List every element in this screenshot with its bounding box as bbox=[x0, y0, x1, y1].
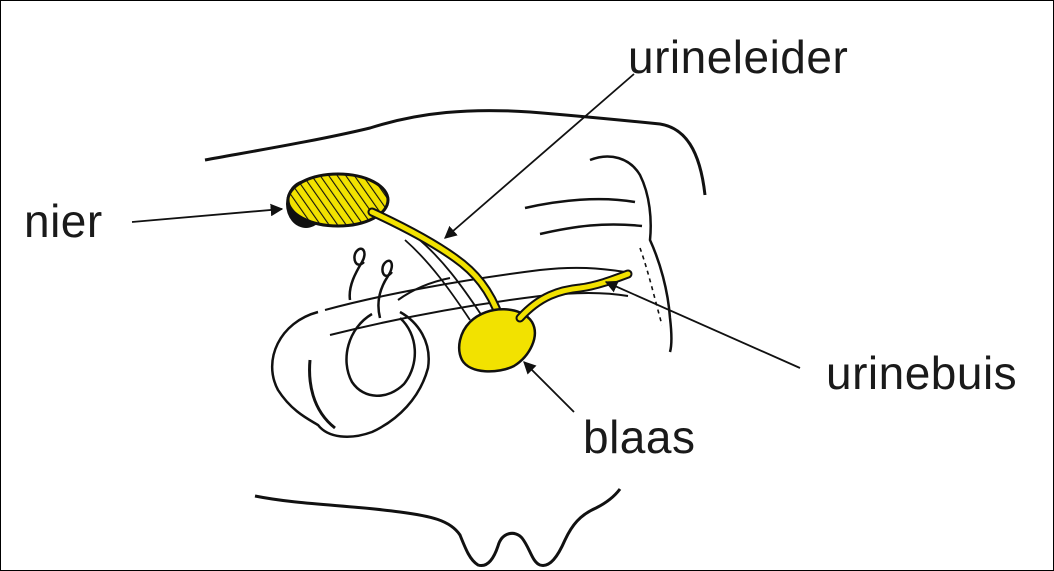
body-right-fold bbox=[525, 199, 635, 208]
intestine-loop-inner bbox=[346, 314, 414, 396]
intestine-lower-edge bbox=[310, 360, 335, 428]
label-urinebuis: urinebuis bbox=[826, 350, 1017, 396]
kidney bbox=[288, 174, 388, 226]
body-right-fold-2 bbox=[540, 224, 642, 234]
gonad-tube-2 bbox=[378, 261, 392, 318]
body-back-outline bbox=[205, 111, 705, 195]
arrow-blaas bbox=[524, 362, 574, 412]
arrow-urinebuis bbox=[606, 282, 800, 368]
label-urineleider: urineleider bbox=[628, 34, 848, 80]
label-nier: nier bbox=[24, 198, 103, 244]
body-right-outline bbox=[590, 156, 672, 352]
belly-outline bbox=[255, 489, 620, 566]
gonad-tube-1 bbox=[350, 249, 365, 300]
label-blaas: blaas bbox=[583, 414, 695, 460]
arrow-nier bbox=[132, 209, 282, 222]
